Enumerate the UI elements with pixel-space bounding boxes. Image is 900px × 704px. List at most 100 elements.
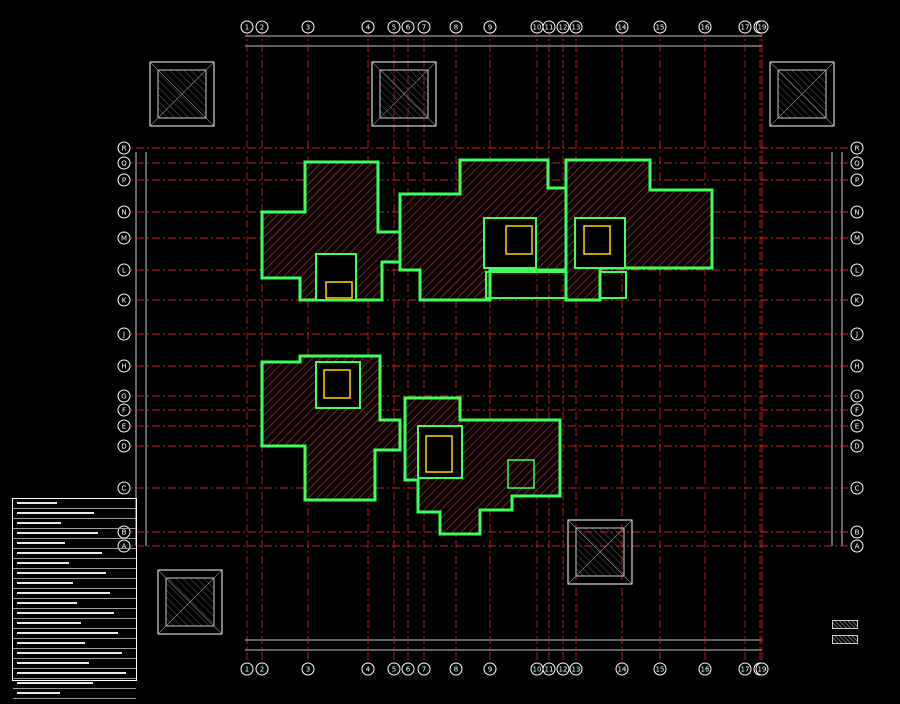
grid-bubble-icon: 6	[401, 662, 415, 676]
detail-callout-icon	[157, 569, 223, 635]
grid-bubble-label: 12	[559, 24, 568, 32]
grid-bubble-label: 13	[572, 666, 581, 674]
notes-line	[13, 539, 136, 549]
grid-bubble-icon: 11	[542, 662, 556, 676]
grid-bubble-label: 17	[741, 24, 750, 32]
grid-bubble-icon: 12	[556, 20, 570, 34]
notes-line	[13, 519, 136, 529]
grid-bubble-label: 6	[406, 666, 411, 674]
grid-bubble-icon: 4	[361, 20, 375, 34]
grid-bubble-label: E	[122, 423, 126, 431]
grid-bubble-icon: R	[117, 141, 131, 155]
grid-bubble-icon: 13	[569, 20, 583, 34]
grid-bubble-icon: 8	[449, 662, 463, 676]
grid-bubble-label: 19	[758, 666, 767, 674]
grid-bubble-icon: M	[850, 231, 864, 245]
grid-bubble-icon: N	[850, 205, 864, 219]
grid-bubble-icon: D	[850, 439, 864, 453]
grid-bubble-icon: 13	[569, 662, 583, 676]
grid-bubble-label: 15	[656, 666, 665, 674]
grid-bubble-label: H	[854, 363, 859, 371]
grid-bubble-label: 7	[422, 666, 426, 674]
grid-bubble-icon: 4	[361, 662, 375, 676]
grid-bubble-label: G	[121, 393, 126, 401]
legend-swatch	[832, 635, 858, 644]
notes-line	[13, 529, 136, 539]
grid-bubble-icon: 10	[530, 662, 544, 676]
grid-bubble-icon: L	[117, 263, 131, 277]
legend-swatch	[832, 620, 858, 629]
building-unit-northeast	[564, 158, 714, 302]
grid-bubble-icon: 5	[387, 662, 401, 676]
detail-callout-icon	[769, 61, 835, 127]
grid-bubble-label: 14	[618, 24, 627, 32]
grid-bubble-icon: C	[117, 481, 131, 495]
grid-bubble-icon: Q	[117, 156, 131, 170]
grid-bubble-label: P	[855, 177, 859, 185]
grid-bubble-label: N	[854, 209, 859, 217]
grid-bubble-label: C	[855, 485, 860, 493]
notes-line	[13, 689, 136, 699]
grid-bubble-label: R	[855, 145, 860, 153]
grid-bubble-label: 8	[454, 24, 458, 32]
grid-bubble-label: D	[854, 443, 859, 451]
grid-bubble-icon: 19	[755, 20, 769, 34]
grid-bubble-icon: 7	[417, 662, 431, 676]
building-unit-southeast	[403, 396, 562, 536]
grid-bubble-label: 4	[366, 24, 371, 32]
grid-bubble-icon: F	[117, 403, 131, 417]
grid-bubble-icon: A	[850, 539, 864, 553]
grid-bubble-icon: A	[117, 539, 131, 553]
grid-bubble-icon: P	[850, 173, 864, 187]
notes-line	[13, 599, 136, 609]
building-unit-north-center	[398, 158, 627, 302]
grid-bubble-icon: 1	[240, 20, 254, 34]
grid-bubble-label: 1	[245, 666, 249, 674]
grid-bubble-label: 9	[488, 666, 492, 674]
notes-line	[13, 619, 136, 629]
building-unit-southwest	[260, 354, 402, 502]
grid-bubble-icon: 19	[755, 662, 769, 676]
grid-bubble-icon: 3	[301, 20, 315, 34]
grid-bubble-label: 16	[701, 666, 710, 674]
grid-bubble-icon: Q	[850, 156, 864, 170]
grid-bubble-icon: 5	[387, 20, 401, 34]
grid-bubble-label: Q	[121, 160, 127, 168]
grid-bubble-icon: K	[117, 293, 131, 307]
grid-bubble-icon: F	[850, 403, 864, 417]
notes-line	[13, 669, 136, 679]
grid-bubble-label: D	[121, 443, 126, 451]
grid-bubble-icon: J	[850, 327, 864, 341]
grid-bubble-icon: D	[117, 439, 131, 453]
grid-bubble-label: M	[121, 235, 127, 243]
grid-bubble-label: B	[855, 529, 860, 537]
notes-line	[13, 659, 136, 669]
grid-bubble-icon: 17	[738, 662, 752, 676]
grid-bubble-icon: E	[117, 419, 131, 433]
grid-bubble-icon: 14	[615, 662, 629, 676]
notes-line	[13, 499, 136, 509]
grid-bubble-label: 17	[741, 666, 750, 674]
grid-bubble-label: 2	[260, 666, 264, 674]
grid-bubble-label: 3	[306, 24, 310, 32]
grid-bubble-icon: 3	[301, 662, 315, 676]
grid-bubble-label: 11	[545, 24, 554, 32]
grid-bubble-label: 10	[533, 24, 542, 32]
notes-line	[13, 549, 136, 559]
grid-bubble-label: R	[122, 145, 127, 153]
grid-bubble-icon: B	[850, 525, 864, 539]
detail-callouts	[149, 61, 835, 635]
grid-bubble-label: G	[854, 393, 859, 401]
detail-callout-icon	[149, 61, 215, 127]
grid-bubble-label: 12	[559, 666, 568, 674]
grid-bubble-icon: 16	[698, 20, 712, 34]
grid-bubble-label: 1	[245, 24, 249, 32]
grid-bubble-label: L	[122, 267, 126, 275]
grid-bubble-label: B	[122, 529, 127, 537]
dimension-frames	[135, 35, 843, 651]
building-unit-northwest	[260, 160, 402, 302]
grid-bubble-icon: E	[850, 419, 864, 433]
notes-line	[13, 559, 136, 569]
